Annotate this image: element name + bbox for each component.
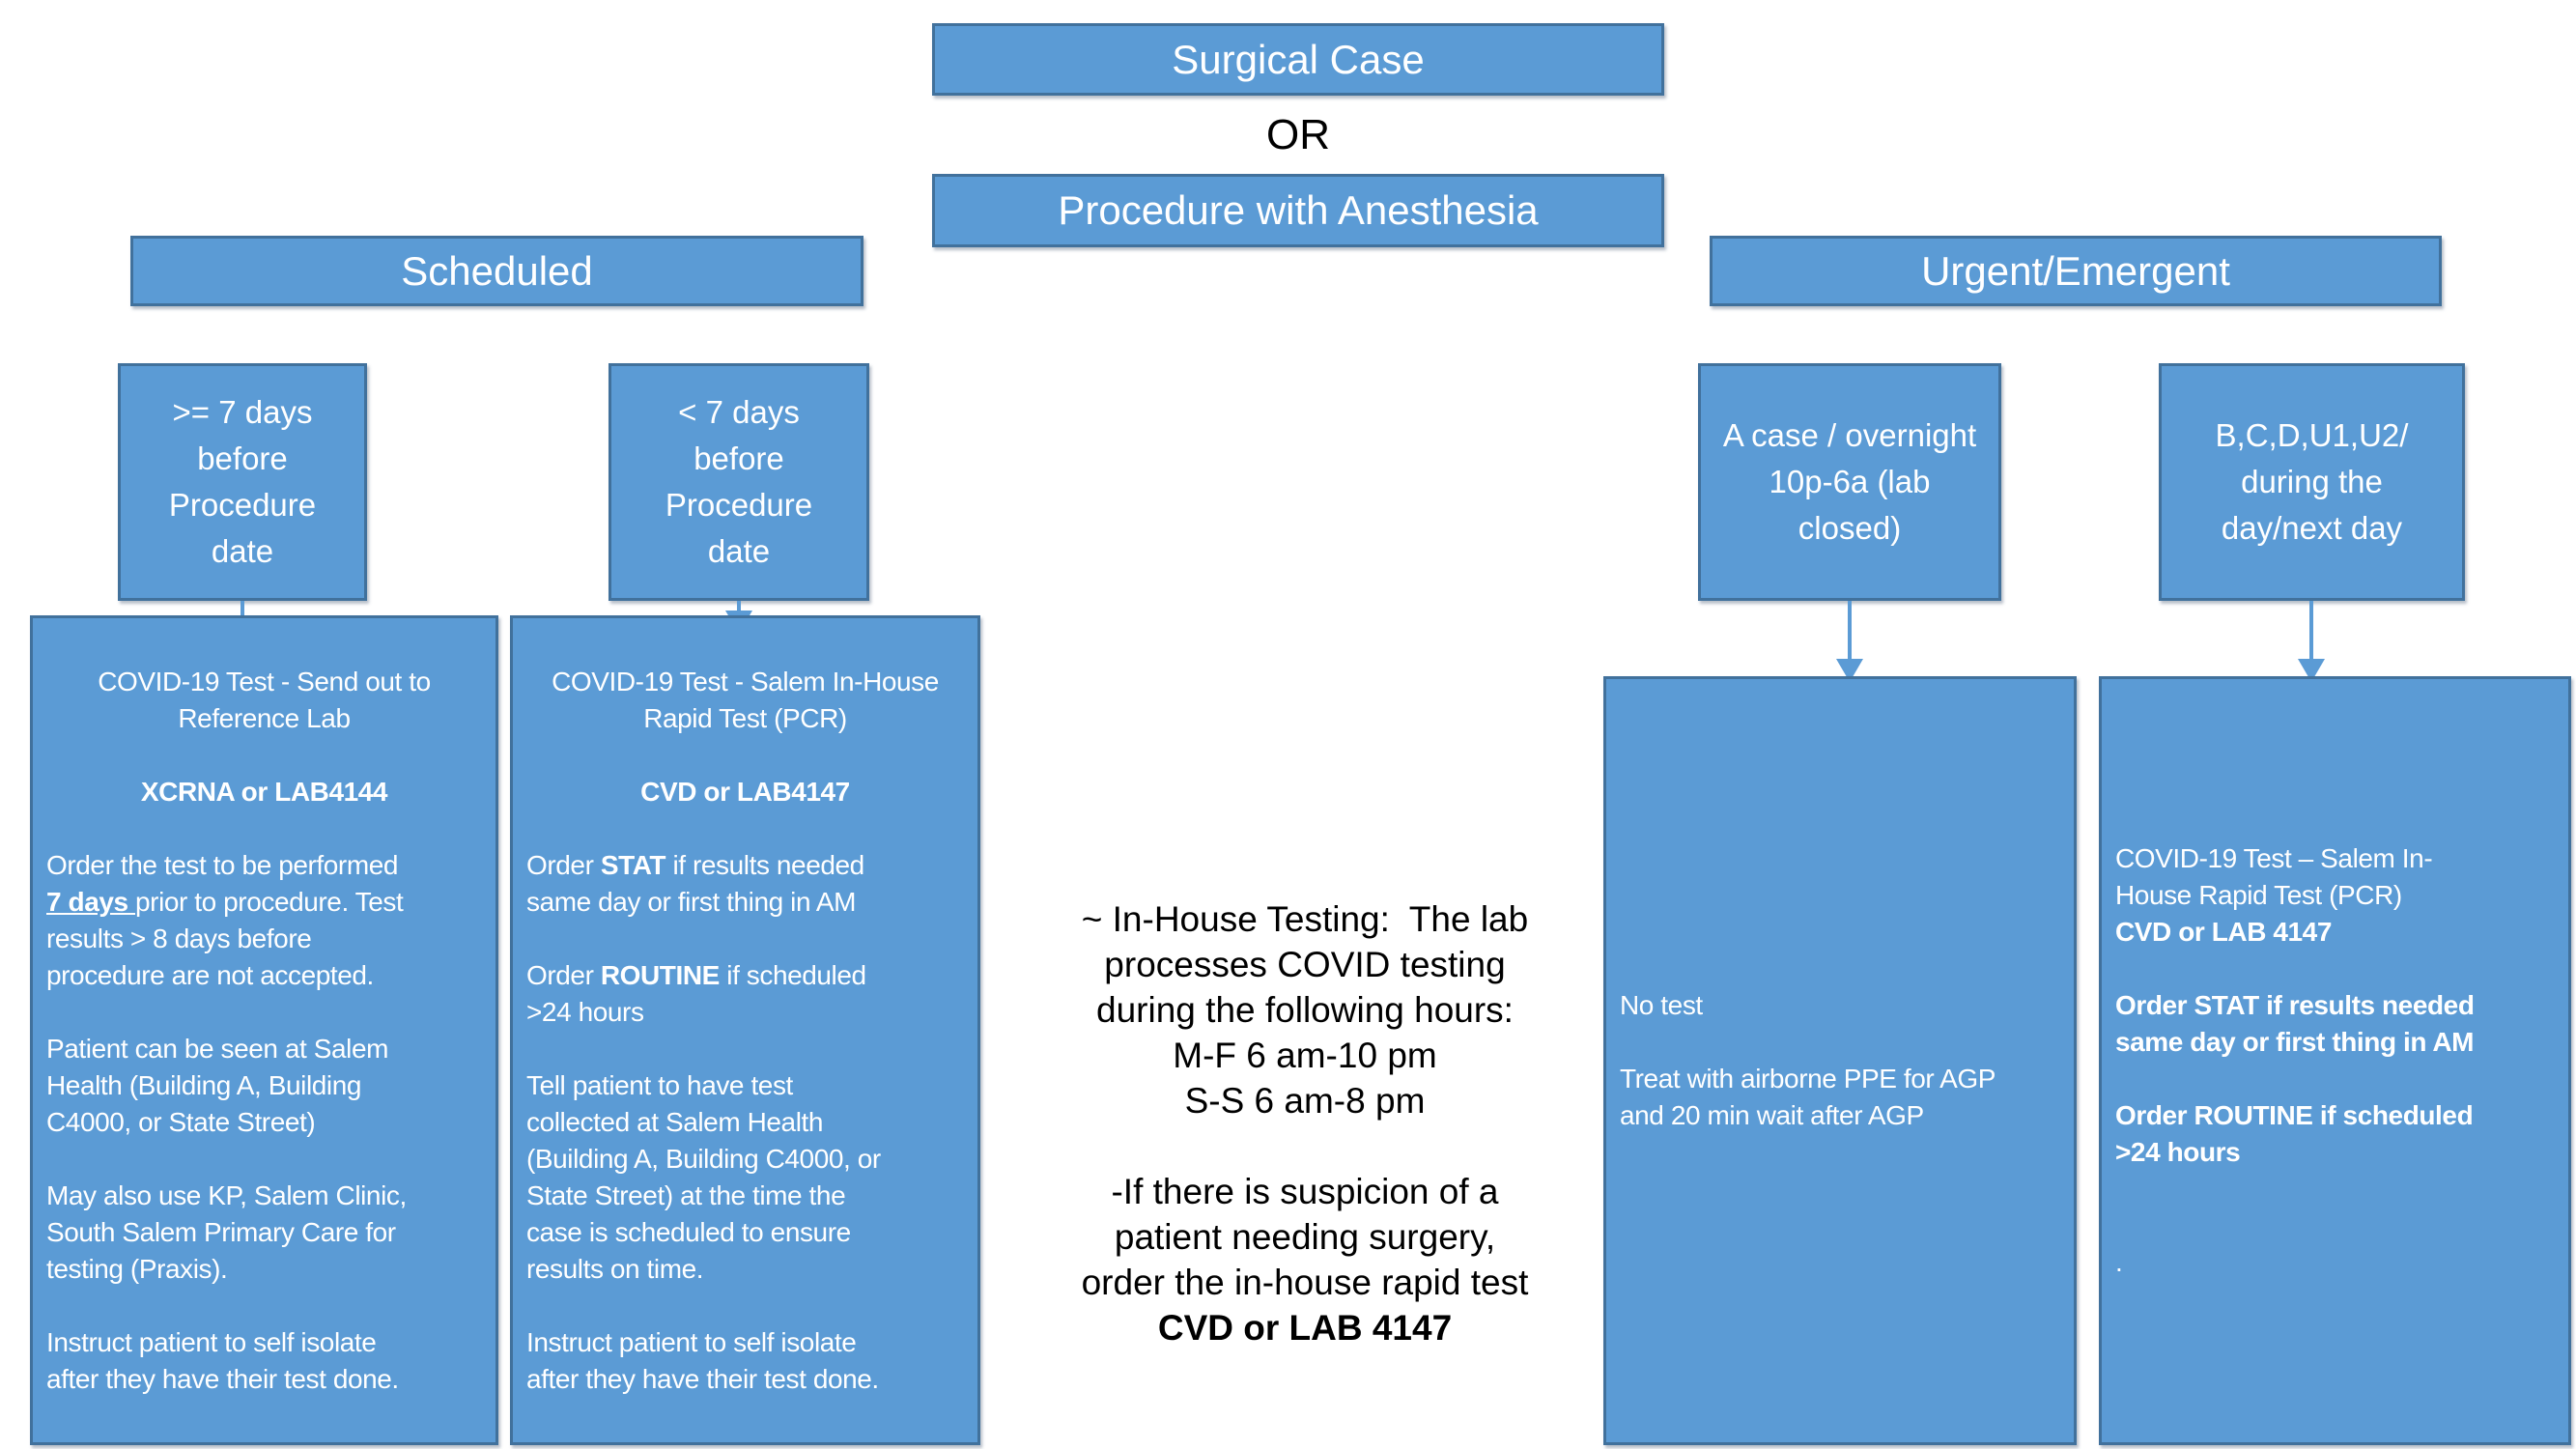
procedure-anesthesia-label: Procedure with Anesthesia [1058,187,1539,233]
connector-line-a-case [1848,601,1852,661]
connector-line-bcd [2309,601,2313,661]
surgical-case-label: Surgical Case [1172,36,1425,82]
box-urgent-in-house-rapid-test: COVID-19 Test – Salem In- House Rapid Te… [2099,676,2571,1445]
box-a-case-overnight: A case / overnight 10p-6a (lab closed) [1698,363,2001,601]
bar-scheduled: Scheduled [130,236,863,306]
box-bcd-day-cases: B,C,D,U1,U2/ during the day/next day [2159,363,2465,601]
box-gte7-days: >= 7 days before Procedure date [118,363,367,601]
box-no-test: No test Treat with airborne PPE for AGP … [1603,676,2077,1445]
box-lt7-days: < 7 days before Procedure date [609,363,869,601]
scheduled-label: Scheduled [401,247,593,294]
box-surgical-case: Surgical Case [932,23,1664,96]
in-house-testing-note: ~ In-House Testing: The lab processes CO… [1081,899,1529,1348]
box-send-out-reference-lab: COVID-19 Test - Send out to Reference La… [30,615,498,1445]
bar-urgent-emergent: Urgent/Emergent [1710,236,2442,306]
box-in-house-rapid-test: COVID-19 Test - Salem In-House Rapid Tes… [510,615,980,1445]
or-label: OR [1266,110,1330,158]
box-procedure-anesthesia: Procedure with Anesthesia [932,174,1664,247]
connector-line-lt7 [737,601,741,612]
urgent-emergent-label: Urgent/Emergent [1921,247,2230,294]
